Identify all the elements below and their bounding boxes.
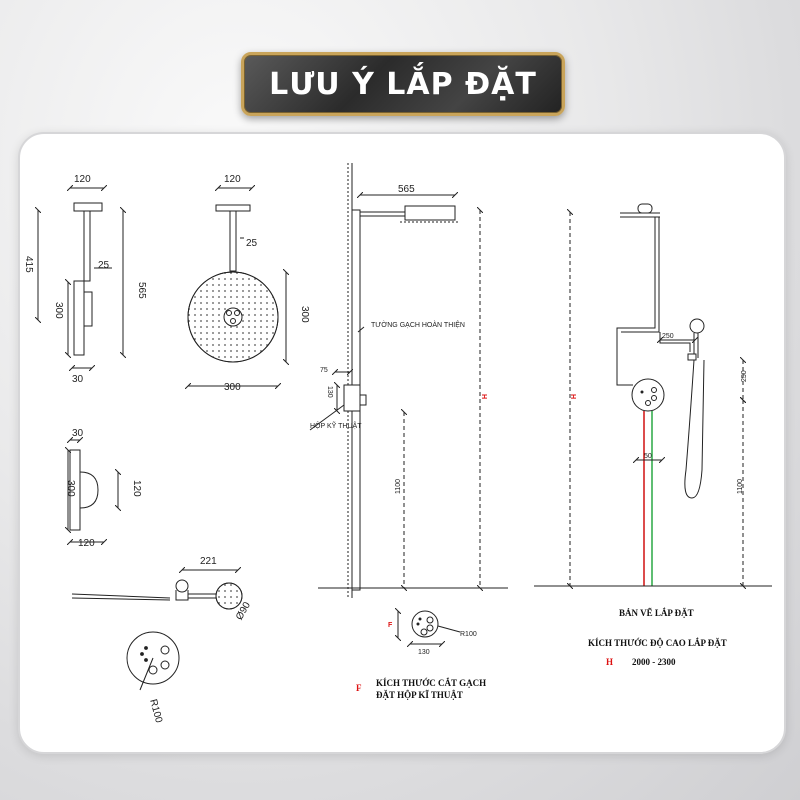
dim-front-width: 120 <box>224 174 241 185</box>
note-f-line1: KÍCH THƯỚC CẮT GẠCH <box>376 678 486 688</box>
dim-565: 565 <box>136 282 147 299</box>
dim-handshower-length: 221 <box>200 556 217 567</box>
dim-top-head: 300 <box>53 302 64 319</box>
dim-valve-detail-width: 130 <box>418 649 430 656</box>
label-tile-wall: TƯỜNG GẠCH HOÀN THIỆN <box>371 320 465 329</box>
dim-tile-offset: 75 <box>320 367 328 374</box>
dim-arm-length: 565 <box>398 184 415 195</box>
note-f-line2: ĐẶT HỘP KĨ THUẬT <box>376 690 463 700</box>
handshower-view <box>71 570 243 610</box>
dim-right-floor: 1100 <box>737 479 744 494</box>
header-title: LƯU Ý LẮP ĐẶT <box>269 66 537 102</box>
dim-415: 415 <box>23 256 34 273</box>
dim-valve-detail-radius: R100 <box>460 631 477 638</box>
dim-top-pipe: 25 <box>98 260 110 271</box>
dim-valve-side: 120 <box>131 480 142 497</box>
marker-h-section: H <box>480 394 487 399</box>
note-drawing-title: BẢN VẼ LẮP ĐẶT <box>619 608 694 618</box>
note-h-marker: H <box>606 657 613 667</box>
note-f-marker: F <box>356 683 362 693</box>
valve-front-view <box>126 631 180 691</box>
dim-box-height: 130 <box>326 386 333 398</box>
side-view-shower <box>38 188 123 368</box>
dim-front-pipe: 25 <box>246 238 258 249</box>
dim-top-thickness: 30 <box>72 374 84 385</box>
label-technical-box: HỘP KỸ THUẬT <box>310 421 362 430</box>
dim-valve-floor: 1100 <box>395 479 402 494</box>
front-view-shower <box>188 188 286 386</box>
note-h-range: 2000 - 2300 <box>632 657 676 667</box>
header-badge: LƯU Ý LẮP ĐẶT <box>241 52 565 116</box>
right-elevation <box>534 203 772 586</box>
dim-front-head-height: 300 <box>299 306 310 323</box>
dim-valve-gap: 50 <box>644 453 652 460</box>
dim-slide-height: 250 <box>741 370 748 382</box>
dim-valve-height: 300 <box>65 480 76 497</box>
valve-side-view <box>68 440 118 542</box>
dim-valve-thickness: 30 <box>72 428 84 439</box>
dim-valve-radius: R100 <box>147 698 164 724</box>
dim-valve-width: 120 <box>78 538 95 549</box>
dim-top-width: 120 <box>74 174 91 185</box>
dim-front-head-width: 300 <box>224 382 241 393</box>
marker-h-right: H <box>569 394 576 399</box>
section-view <box>309 163 508 598</box>
valve-cutout-detail <box>398 611 461 644</box>
dim-slide-offset: 250 <box>662 333 674 340</box>
marker-f-detail: F <box>388 622 393 629</box>
note-height-title: KÍCH THƯỚC ĐỘ CAO LẮP ĐẶT <box>588 638 727 648</box>
